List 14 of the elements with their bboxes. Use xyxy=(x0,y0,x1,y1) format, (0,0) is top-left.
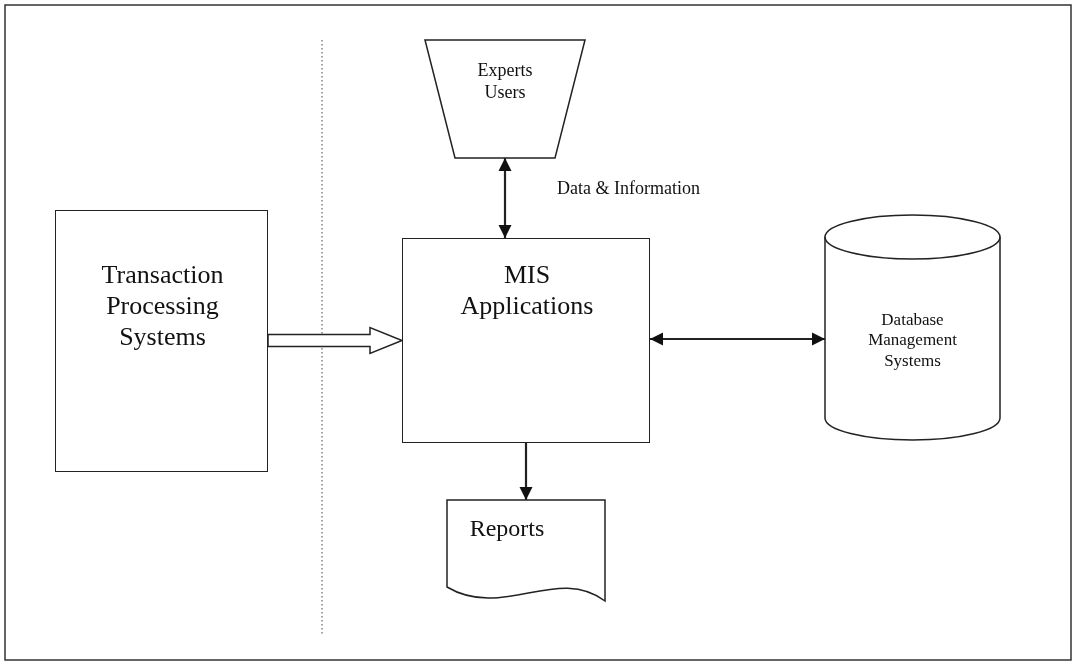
node-label: MIS Applications xyxy=(459,259,595,322)
arrow xyxy=(267,326,404,355)
arrow xyxy=(650,332,825,346)
node-label: Reports xyxy=(468,514,546,543)
trapezoid-shape xyxy=(425,40,585,158)
node-label: Database Management Systems xyxy=(867,310,958,372)
arrow xyxy=(519,443,533,500)
node-label: Experts Users xyxy=(476,60,534,104)
node-label: Transaction Processing Systems xyxy=(100,259,225,353)
arrow xyxy=(498,158,512,238)
process-box xyxy=(402,238,650,443)
process-box xyxy=(55,210,268,472)
database-cylinder xyxy=(825,215,1000,440)
document-shape xyxy=(447,500,605,605)
